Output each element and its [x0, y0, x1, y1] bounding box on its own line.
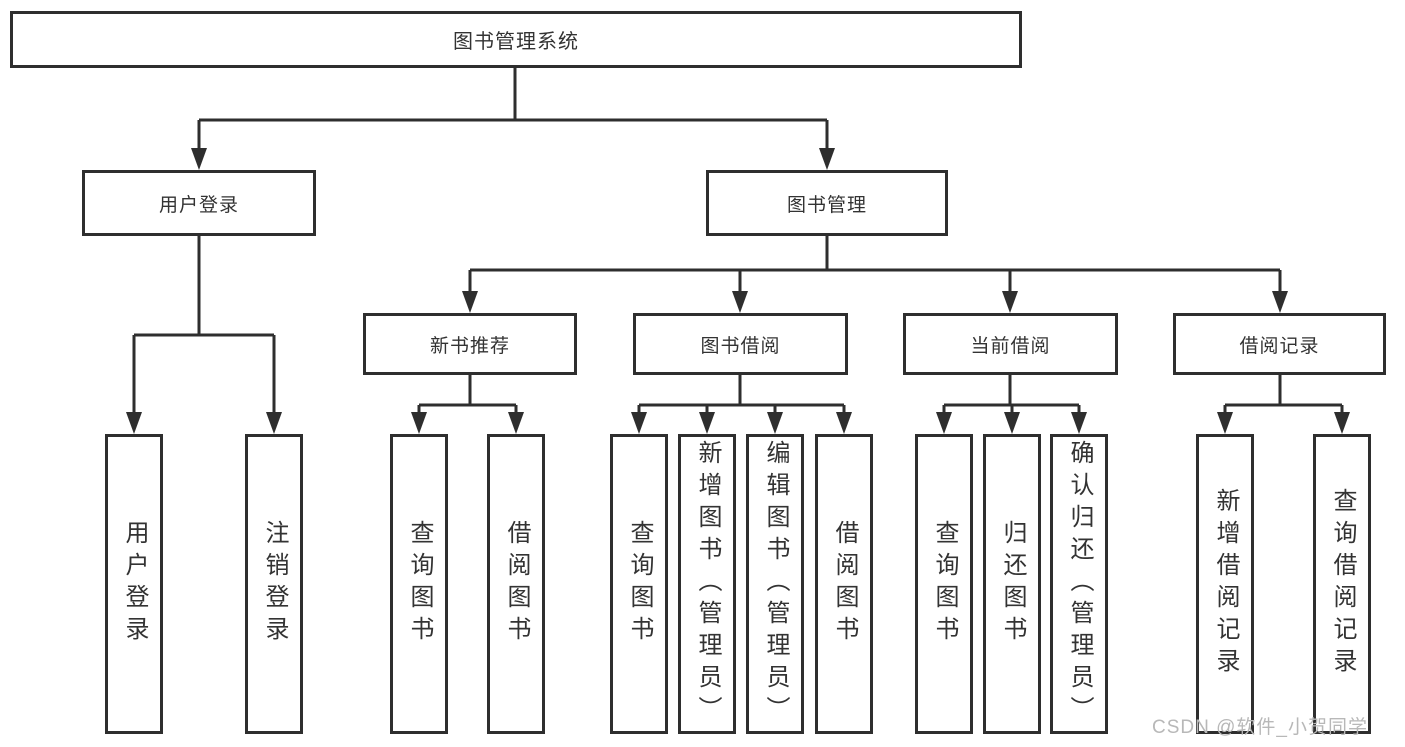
node-label: 归还图书 [999, 520, 1026, 648]
node-book-borrow: 图书借阅 [633, 313, 848, 375]
leaf-logout: 注销登录 [245, 434, 303, 734]
node-label: 图书借阅 [700, 335, 781, 357]
node-book-management: 图书管理 [706, 170, 948, 236]
node-library-management-system: 图书管理系统 [10, 11, 1022, 68]
node-label: 借阅图书 [831, 520, 858, 648]
node-label: 新增图书（管理员） [694, 440, 721, 728]
node-label: 当前借阅 [970, 335, 1051, 357]
node-label: 查询图书 [406, 520, 433, 648]
node-label: 图书管理系统 [453, 31, 579, 53]
node-label: 查询借阅记录 [1329, 488, 1356, 680]
node-label: 用户登录 [158, 194, 239, 216]
leaf-query-borrow-record: 查询借阅记录 [1313, 434, 1371, 734]
leaf-query-books: 查询图书 [915, 434, 973, 734]
node-label: 新书推荐 [429, 335, 510, 357]
node-label: 用户登录 [121, 520, 148, 648]
node-label: 借阅图书 [503, 520, 530, 648]
node-current-borrow: 当前借阅 [903, 313, 1118, 375]
node-borrow-records: 借阅记录 [1173, 313, 1386, 375]
leaf-query-books: 查询图书 [390, 434, 448, 734]
node-label: 查询图书 [931, 520, 958, 648]
node-label: 新增借阅记录 [1212, 488, 1239, 680]
leaf-query-books: 查询图书 [610, 434, 668, 734]
leaf-edit-books-admin: 编辑图书（管理员） [746, 434, 804, 734]
arrowheads [126, 148, 1350, 434]
leaf-borrow-books: 借阅图书 [815, 434, 873, 734]
node-label: 编辑图书（管理员） [762, 440, 789, 728]
leaf-confirm-return-admin: 确认归还（管理员） [1050, 434, 1108, 734]
leaf-borrow-books: 借阅图书 [487, 434, 545, 734]
node-label: 注销登录 [261, 520, 288, 648]
csdn-watermark: CSDN @软件_小贺同学 [1152, 717, 1368, 738]
node-label: 图书管理 [786, 194, 867, 216]
node-label: 借阅记录 [1239, 335, 1320, 357]
node-label: 确认归还（管理员） [1066, 440, 1093, 728]
leaf-return-books: 归还图书 [983, 434, 1041, 734]
node-new-book-recommend: 新书推荐 [363, 313, 577, 375]
node-user-login: 用户登录 [82, 170, 316, 236]
leaf-add-borrow-record: 新增借阅记录 [1196, 434, 1254, 734]
leaf-user-login: 用户登录 [105, 434, 163, 734]
leaf-add-books-admin: 新增图书（管理员） [678, 434, 736, 734]
node-label: 查询图书 [626, 520, 653, 648]
